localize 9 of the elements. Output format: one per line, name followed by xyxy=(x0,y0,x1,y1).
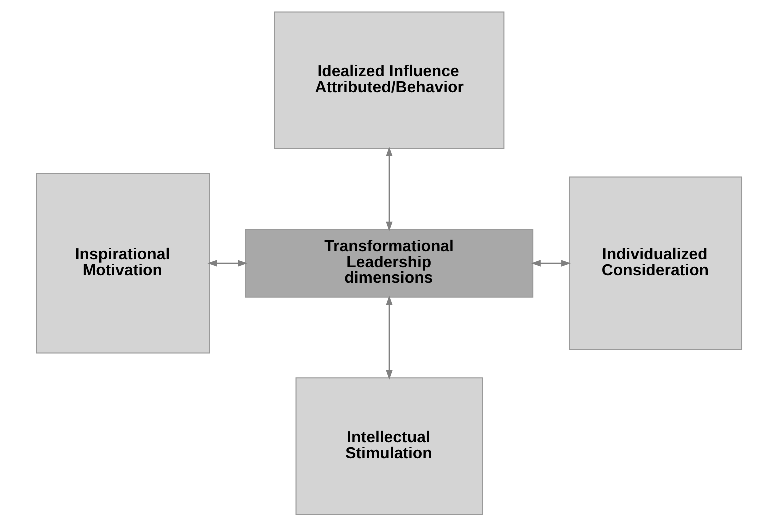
node-box: Transformational Leadership dimensions xyxy=(244,229,534,298)
arrow xyxy=(530,260,571,267)
arrow xyxy=(207,260,248,267)
node-box: Individualized Consideration xyxy=(568,176,742,350)
arrow xyxy=(386,296,392,380)
arrow xyxy=(386,146,392,232)
node-box: Intellectual Stimulation xyxy=(295,378,483,516)
node-box: Idealized Influence Attributed/Behavior xyxy=(274,12,504,150)
node-box: Inspirational Motivation xyxy=(36,173,210,354)
